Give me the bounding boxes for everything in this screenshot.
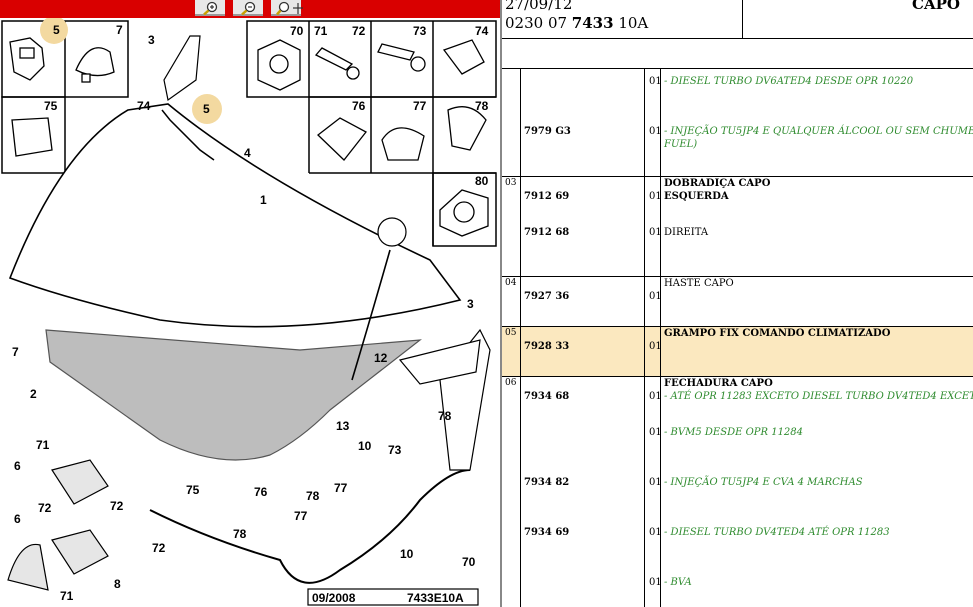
zoom-in-icon <box>203 1 218 16</box>
part-label: 77 <box>294 509 308 523</box>
part-label: 76 <box>254 485 268 499</box>
part-label: 5 <box>203 102 210 116</box>
part-label: 75 <box>44 99 58 113</box>
zoom-in-button[interactable] <box>195 0 225 16</box>
parts-list-pane: 27/09/12 0230 07 7433 10A CAPO 01 - DIES… <box>502 0 973 607</box>
part-label: 77 <box>413 99 427 113</box>
part-label: 12 <box>374 351 388 365</box>
highlight-marker <box>192 94 222 124</box>
part-label: 75 <box>186 483 200 497</box>
pan-zoom-icon <box>276 1 303 16</box>
part-label: 70 <box>462 555 476 569</box>
viewer-toolbar <box>0 0 500 18</box>
part-label: 78 <box>233 527 247 541</box>
pane-divider[interactable] <box>500 0 502 607</box>
part-label: 78 <box>306 489 320 503</box>
part-label: 78 <box>438 409 452 423</box>
part-label: 10 <box>358 439 372 453</box>
part-label: 73 <box>388 443 402 457</box>
exploded-parts-diagram: 5 7 75 3 74 5 4 1 70 71 72 73 74 76 77 7… <box>1 18 497 606</box>
part-label: 7 <box>12 345 19 359</box>
part-label: 76 <box>352 99 366 113</box>
part-label: 71 <box>60 589 74 603</box>
pan-zoom-button[interactable] <box>271 0 303 16</box>
part-label: 3 <box>467 297 474 311</box>
part-label: 78 <box>475 99 489 113</box>
part-label: 73 <box>413 24 427 38</box>
zoom-out-button[interactable] <box>233 0 263 16</box>
part-label: 10 <box>400 547 414 561</box>
highlight-marker <box>40 18 68 44</box>
part-label: 6 <box>14 512 21 526</box>
stamp-date: 09/2008 <box>312 591 356 605</box>
part-label: 74 <box>475 24 489 38</box>
insulation-pad <box>45 329 422 461</box>
part-label: 72 <box>352 24 366 38</box>
diagram-pane: 5 7 75 3 74 5 4 1 70 71 72 73 74 76 77 7… <box>0 0 500 607</box>
part-label: 1 <box>260 193 267 207</box>
diagram-stamp <box>307 588 479 606</box>
hood-panel <box>8 103 462 328</box>
part-label: 74 <box>137 99 151 113</box>
stamp-ref: 7433E10A <box>407 591 464 605</box>
part-label: 72 <box>38 501 52 515</box>
part-label: 2 <box>30 387 37 401</box>
part-label: 5 <box>53 23 60 37</box>
page-title: CAPO <box>912 0 960 13</box>
header-reference: 0230 07 7433 10A <box>505 14 649 32</box>
header-date: 27/09/12 <box>505 0 573 13</box>
zoom-out-icon <box>241 1 256 16</box>
part-label: 80 <box>475 174 489 188</box>
part-label: 72 <box>110 499 124 513</box>
part-label: 4 <box>244 146 251 160</box>
selected-row-highlight <box>502 326 973 376</box>
part-label: 6 <box>14 459 21 473</box>
part-label: 7 <box>116 23 123 37</box>
part-label: 70 <box>290 24 304 38</box>
part-label: 13 <box>336 419 350 433</box>
part-label: 77 <box>334 481 348 495</box>
part-label: 71 <box>314 24 328 38</box>
part-label: 8 <box>114 577 121 591</box>
part-label: 3 <box>148 33 155 47</box>
part-label: 71 <box>36 438 50 452</box>
part-label: 72 <box>152 541 166 555</box>
